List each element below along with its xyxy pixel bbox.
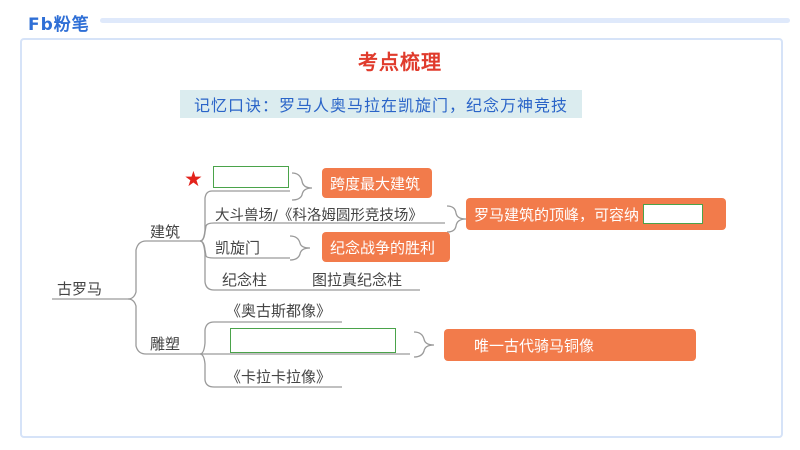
tag-equestrian-note-text: 唯一古代骑马铜像 xyxy=(474,336,595,355)
tag-arch-note-text: 纪念战争的胜利 xyxy=(330,238,436,257)
tag-equestrian-note: 唯一古代骑马铜像 xyxy=(444,329,696,361)
bracket-colosseum xyxy=(446,205,467,233)
star-icon: ★ xyxy=(184,167,203,191)
bracket-arch xyxy=(289,235,311,261)
tag-arch-note: 纪念战争的胜利 xyxy=(322,232,450,262)
node-colosseum: 大斗兽场/《科洛姆圆形竞技场》 xyxy=(215,208,423,224)
node-memorial-column: 纪念柱 xyxy=(222,271,268,289)
node-augustus-statue: 《奥古斯都像》 xyxy=(226,302,332,320)
node-sculpture: 雕塑 xyxy=(150,335,181,353)
blank-box-pantheon xyxy=(213,166,289,188)
blank-box-equestrian-statue xyxy=(230,328,396,353)
mnemonic-banner: 记忆口诀：罗马人奥马拉在凯旋门，纪念万神竞技 xyxy=(180,90,582,118)
architecture-branch-colosseum xyxy=(199,222,445,242)
sculpture-branch-top xyxy=(199,321,342,355)
tag-colosseum-note-text: 罗马建筑的顶峰，可容纳 xyxy=(474,205,640,224)
tag-largest-span: 跨度最大建筑 xyxy=(322,168,432,198)
tag-colosseum-note: 罗马建筑的顶峰，可容纳 xyxy=(466,198,726,230)
tag-largest-span-text: 跨度最大建筑 xyxy=(330,174,421,193)
bracket-largest-span xyxy=(291,172,313,201)
node-ancient-rome: 古罗马 xyxy=(57,280,103,298)
architecture-branch-column xyxy=(199,240,420,291)
root-connector-lower xyxy=(127,298,147,355)
header-bar xyxy=(100,18,790,23)
node-triumphal-arch: 凯旋门 xyxy=(215,239,261,257)
bracket-equestrian xyxy=(413,331,435,358)
node-caracalla-statue: 《卡拉卡拉像》 xyxy=(226,368,332,386)
node-trajan-column: 图拉真纪念柱 xyxy=(312,271,403,289)
blank-box-capacity xyxy=(643,204,704,224)
fenbi-logo: Fb粉笔 xyxy=(28,15,90,35)
page-title: 考点梳理 xyxy=(358,50,442,74)
sculpture-branch-bottom xyxy=(199,353,342,388)
node-architecture: 建筑 xyxy=(150,223,181,241)
